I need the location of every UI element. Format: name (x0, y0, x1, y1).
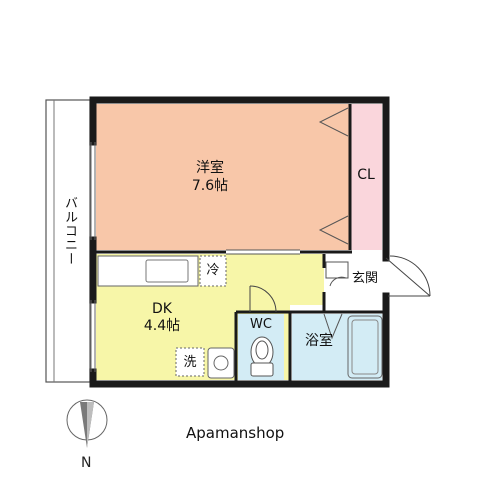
western-room-name: 洋室 (196, 160, 224, 176)
balcony-area (45, 99, 91, 383)
wc-door (249, 285, 277, 313)
windows (90, 142, 96, 372)
fridge-space (199, 255, 227, 287)
western-room-fill (96, 104, 350, 250)
balcony-label: バルコニー (62, 196, 77, 266)
bathtub-inner (351, 319, 379, 375)
brand-name: Apamanshop (186, 424, 285, 442)
entrance-door (385, 255, 431, 297)
bathtub (347, 315, 383, 379)
compass-icon (66, 399, 108, 448)
western-room-size: 7.6帖 (191, 178, 229, 194)
bath-door-marks (323, 313, 343, 340)
closet-label: CL (357, 167, 375, 183)
kitchen-sink (145, 259, 189, 283)
exterior-walls (89, 96, 390, 388)
fridge-label: 冷 (206, 263, 220, 278)
entrance-step (325, 261, 349, 287)
dk-size: 4.4帖 (143, 318, 181, 334)
compass-north-label: N (81, 455, 92, 471)
wc-label: WC (250, 317, 272, 332)
kitchen-counter (97, 255, 199, 287)
interior-walls (96, 104, 386, 384)
closet-doors (318, 107, 349, 245)
bath-label: 浴室 (305, 333, 333, 349)
entrance-label: 玄関 (351, 271, 378, 286)
closet-fill (350, 104, 382, 250)
toilet-fixture (250, 336, 274, 377)
washer-space (175, 347, 205, 377)
dk-name: DK (152, 301, 172, 317)
washer-label: 洗 (183, 355, 197, 370)
sliding-door (226, 249, 300, 255)
wash-basin (207, 347, 235, 379)
